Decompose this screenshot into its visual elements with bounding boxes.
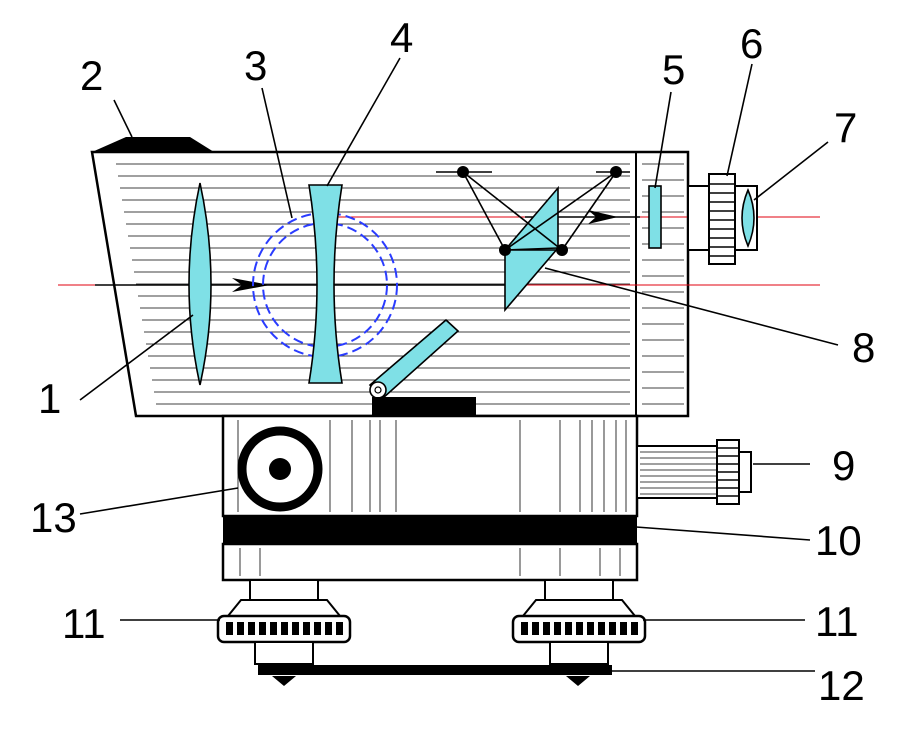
callout-11-right: 11 [815, 598, 859, 645]
eyepiece-knurling [709, 183, 735, 257]
horizontal-circle [223, 516, 637, 544]
knurl-notches-left [226, 622, 343, 635]
objective-lens [188, 182, 212, 386]
knurl-notch [532, 622, 539, 635]
callout-12: 12 [818, 662, 865, 709]
knurl-notch [237, 622, 244, 635]
knurl-notch [259, 622, 266, 635]
focusing-lens [308, 184, 343, 384]
eyepiece [687, 173, 758, 265]
reticle-plate [648, 185, 662, 249]
callout-8: 8 [852, 324, 875, 371]
knurl-notches-right [521, 622, 638, 635]
knurl-notch [587, 622, 594, 635]
drive-hatching [640, 451, 716, 495]
ray-arrow-right-icon [588, 210, 618, 224]
knurl-notch [325, 622, 332, 635]
knurl-notch [598, 622, 605, 635]
callout-6: 6 [740, 20, 763, 67]
leveling-screw-left [216, 579, 352, 686]
knurl-notch [609, 622, 616, 635]
knurl-notch [543, 622, 550, 635]
callout-2: 2 [80, 52, 103, 99]
knurl-notch [281, 622, 288, 635]
callout-5: 5 [662, 46, 685, 93]
knurl-notch [620, 622, 627, 635]
lower-housing-hatching [237, 420, 627, 512]
knurl-notch [226, 622, 233, 635]
focusing-knob [237, 426, 323, 512]
knurl-notch [303, 622, 310, 635]
eyepiece-lens [741, 187, 755, 249]
callout-4: 4 [390, 14, 413, 61]
callout-1: 1 [38, 375, 61, 422]
callout-10: 10 [815, 517, 862, 564]
ray-arrow-icon [232, 278, 270, 292]
eyepiece-ring [708, 173, 736, 265]
callout-numbers: 1 2 3 4 5 6 7 8 9 10 11 11 12 13 [30, 14, 875, 709]
callout-11-left: 11 [62, 600, 106, 647]
drive-knurling [717, 447, 739, 497]
horizontal-drive-screw [636, 439, 752, 505]
callout-3: 3 [244, 42, 267, 89]
base-hatching [239, 548, 621, 576]
callout-13: 13 [30, 494, 77, 541]
callout-7: 7 [834, 104, 857, 151]
compensator-prism [436, 166, 630, 313]
knurl-notch [248, 622, 255, 635]
sight-icon [92, 137, 214, 152]
knurl-notch [336, 622, 343, 635]
knurl-notch [565, 622, 572, 635]
knurl-notch [270, 622, 277, 635]
callout-9: 9 [832, 442, 855, 489]
tilting-mirror [368, 318, 476, 416]
leveling-screw-right [511, 579, 647, 686]
knurl-notch [631, 622, 638, 635]
knurl-notch [314, 622, 321, 635]
knurl-notch [521, 622, 528, 635]
leader-lines [79, 57, 839, 672]
knurl-notch [292, 622, 299, 635]
base-plate [258, 665, 612, 675]
knurl-notch [576, 622, 583, 635]
knurl-notch [554, 622, 561, 635]
